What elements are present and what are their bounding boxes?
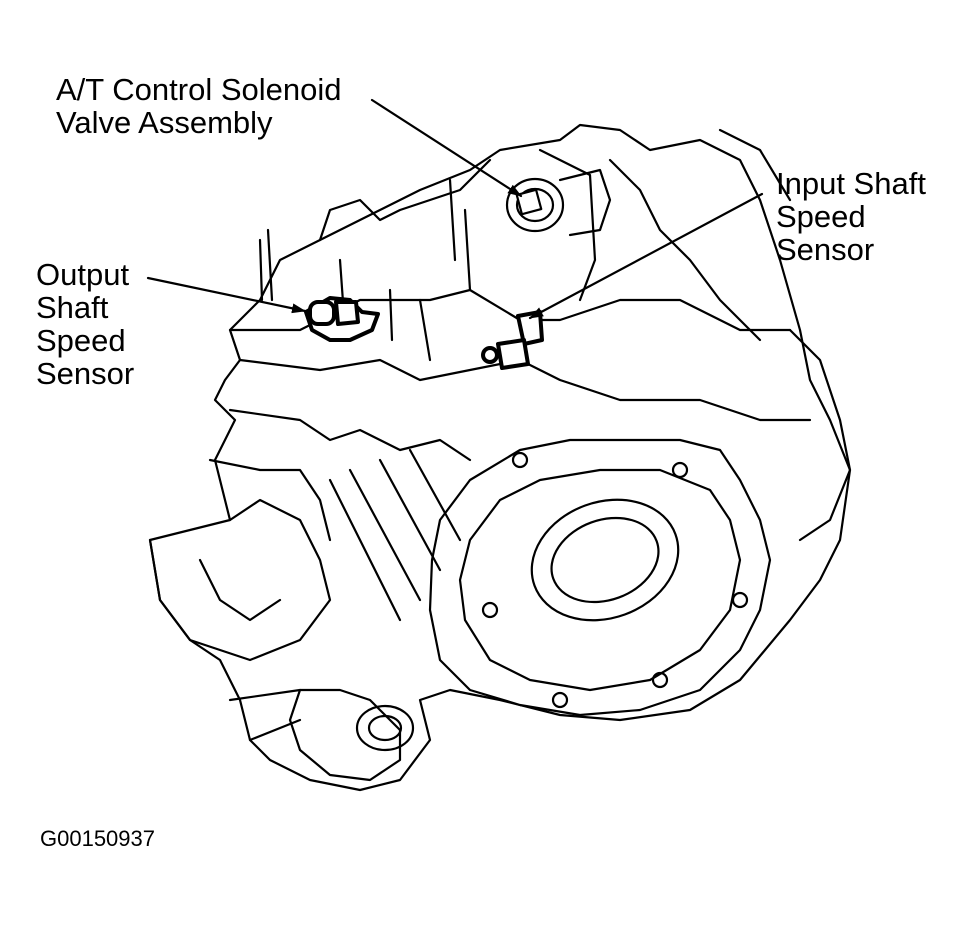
input-label-line-3: Sensor (776, 232, 875, 267)
output-sensor-leader-arrow (146, 276, 307, 314)
input-shaft-sensor-label: Input Shaft Speed Sensor (776, 167, 926, 266)
output-label-line-3: Speed (36, 323, 126, 358)
output-label-line-1: Output (36, 257, 130, 292)
output-shaft-speed-sensor (304, 296, 380, 342)
input-label-line-1: Input Shaft (776, 166, 926, 201)
solenoid-valve-label: A/T Control Solenoid Valve Assembly (56, 73, 341, 139)
figure-id: G00150937 (40, 826, 155, 851)
transaxle-case (148, 123, 852, 792)
output-label-line-4: Sensor (36, 356, 135, 391)
input-label-line-2: Speed (776, 199, 866, 234)
input-sensor-leader-arrow (528, 192, 764, 320)
solenoid-label-line-2: Valve Assembly (56, 105, 273, 140)
output-label-line-2: Shaft (36, 290, 109, 325)
solenoid-leader-arrow (370, 98, 523, 198)
leader-arrows (146, 98, 764, 320)
solenoid-label-line-1: A/T Control Solenoid (56, 72, 342, 107)
output-shaft-sensor-label: Output Shaft Speed Sensor (36, 258, 134, 390)
